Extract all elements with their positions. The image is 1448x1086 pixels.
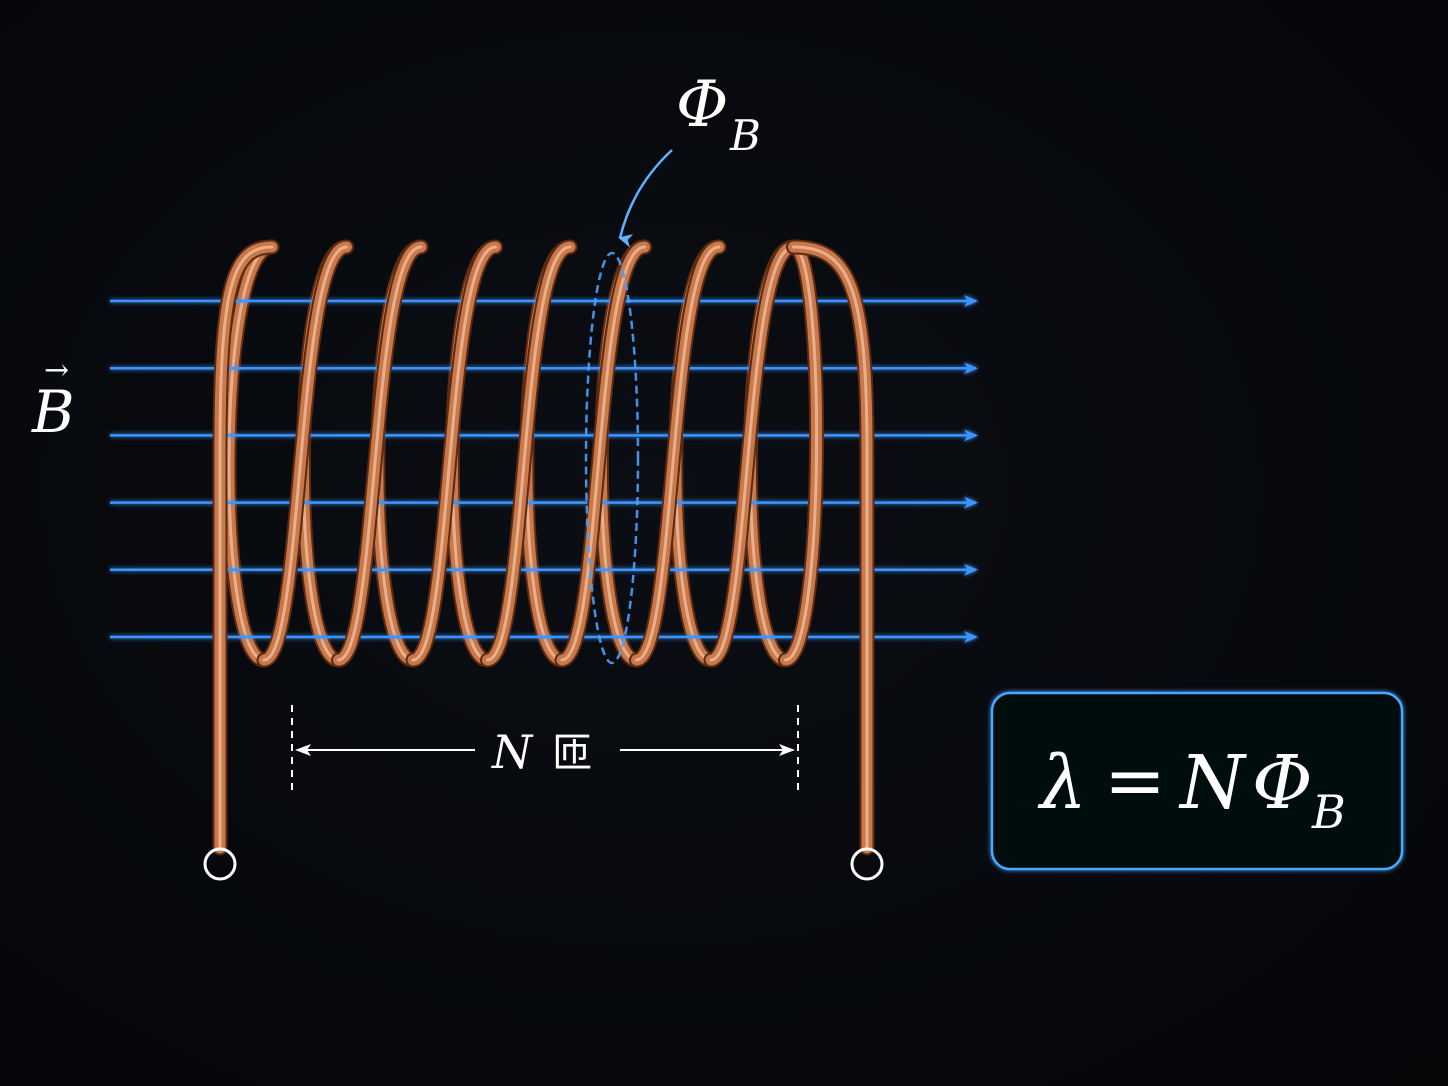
field-label: B → xyxy=(31,353,75,446)
coil-lead-right-shadow xyxy=(786,239,875,856)
coil-turn-front-highlight xyxy=(337,245,423,662)
formula-flux-symbol: Φ xyxy=(1252,740,1313,826)
flux-label: Φ B xyxy=(618,68,761,248)
coil-lead-right-highlight xyxy=(792,245,869,850)
coil-turn-front-highlight xyxy=(784,245,819,662)
formula-lhs: λ xyxy=(1037,740,1087,826)
coil-turn-front-highlight xyxy=(560,245,646,662)
turns-unit: 匝 xyxy=(552,730,592,776)
flux-subscript: B xyxy=(729,111,761,160)
vector-arrow-icon: → xyxy=(44,353,69,388)
formula-subscript: B xyxy=(1311,785,1346,839)
coil-front-strands xyxy=(212,239,875,856)
coil-turn-front-highlight xyxy=(411,245,497,662)
turns-dimension: N 匝 xyxy=(291,705,799,795)
formula-box: λ = N Φ B xyxy=(990,691,1404,871)
coil-turn-back-highlight xyxy=(227,245,274,662)
terminal-left xyxy=(203,847,237,881)
coil-turn-front-highlight xyxy=(635,245,721,662)
formula-coefficient: N xyxy=(1178,740,1247,826)
coil-lead-left-highlight xyxy=(218,245,274,850)
flux-loop-highlight xyxy=(584,251,640,665)
formula-equals: = xyxy=(1104,738,1166,824)
formula-frame xyxy=(990,691,1404,871)
flux-symbol: Φ xyxy=(676,68,728,142)
turns-symbol: N xyxy=(491,725,534,779)
coil-turn-front-highlight xyxy=(709,245,795,662)
flux-pointer-arrow xyxy=(618,149,673,248)
field-symbol: B xyxy=(31,378,75,446)
terminal-right xyxy=(850,847,884,881)
coil-turn-front-highlight xyxy=(486,245,572,662)
coil-turn-front-highlight xyxy=(262,245,348,662)
